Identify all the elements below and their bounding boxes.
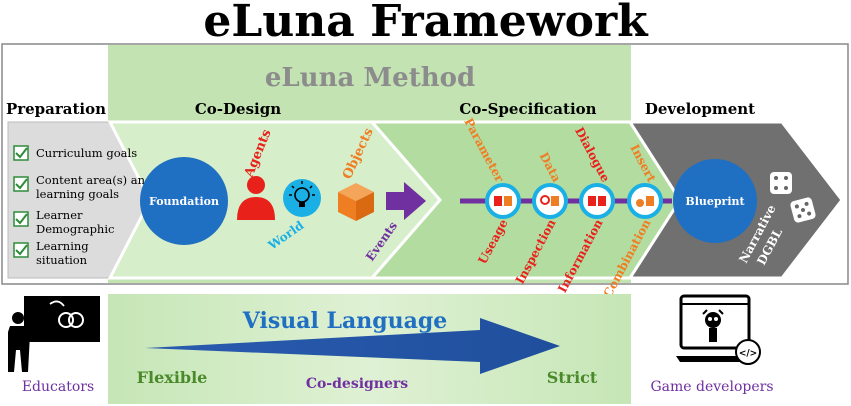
cospec-node	[532, 183, 568, 219]
blueprint-label: Blueprint	[685, 195, 745, 208]
events-arrow-icon	[386, 182, 426, 220]
dice-icon	[790, 197, 816, 223]
lightbulb-icon	[283, 179, 321, 217]
checklist-item: Learner	[36, 208, 83, 222]
method-label: eLuna Method	[265, 63, 475, 93]
teacher-icon	[8, 296, 100, 372]
educators-label: Educators	[22, 379, 94, 395]
visual-language-arrow	[145, 318, 560, 374]
dice-icon	[770, 172, 792, 194]
development-header: Development	[645, 100, 755, 118]
check-icon	[13, 176, 29, 192]
cospec-node	[627, 183, 663, 219]
svg-text:</>: </>	[739, 349, 757, 359]
box-icon	[338, 183, 374, 221]
computer-developer-icon: </>	[676, 294, 761, 365]
checklist: Curriculum goals Content area(s) and lea…	[13, 145, 153, 267]
checklist-item: Curriculum goals	[36, 146, 137, 160]
checklist-item: Content area(s) and	[36, 173, 153, 187]
checklist-item: learning goals	[36, 187, 119, 201]
foundation-circle	[140, 157, 228, 245]
cospec-node	[485, 183, 521, 219]
checklist-item: situation	[36, 253, 88, 267]
check-icon	[13, 145, 29, 161]
checklist-item: Learning	[36, 239, 89, 253]
codesigners-label: Co-designers	[306, 376, 408, 392]
framework-title: eLuna Framework	[203, 0, 648, 47]
preparation-header: Preparation	[6, 100, 106, 118]
check-icon	[13, 211, 29, 227]
foundation-label: Foundation	[149, 195, 219, 208]
checklist-item: Demographic	[36, 222, 114, 236]
visual-language-label: Visual Language	[242, 308, 447, 334]
game-developers-label: Game developers	[650, 379, 773, 395]
blueprint-circle	[673, 159, 757, 243]
codesign-header: Co-Design	[195, 100, 281, 118]
flexible-label: Flexible	[137, 368, 208, 387]
cospec-header: Co-Specification	[459, 100, 596, 118]
cospec-node	[579, 183, 615, 219]
check-icon	[13, 242, 29, 258]
strict-label: Strict	[547, 368, 598, 387]
person-icon	[237, 176, 275, 220]
